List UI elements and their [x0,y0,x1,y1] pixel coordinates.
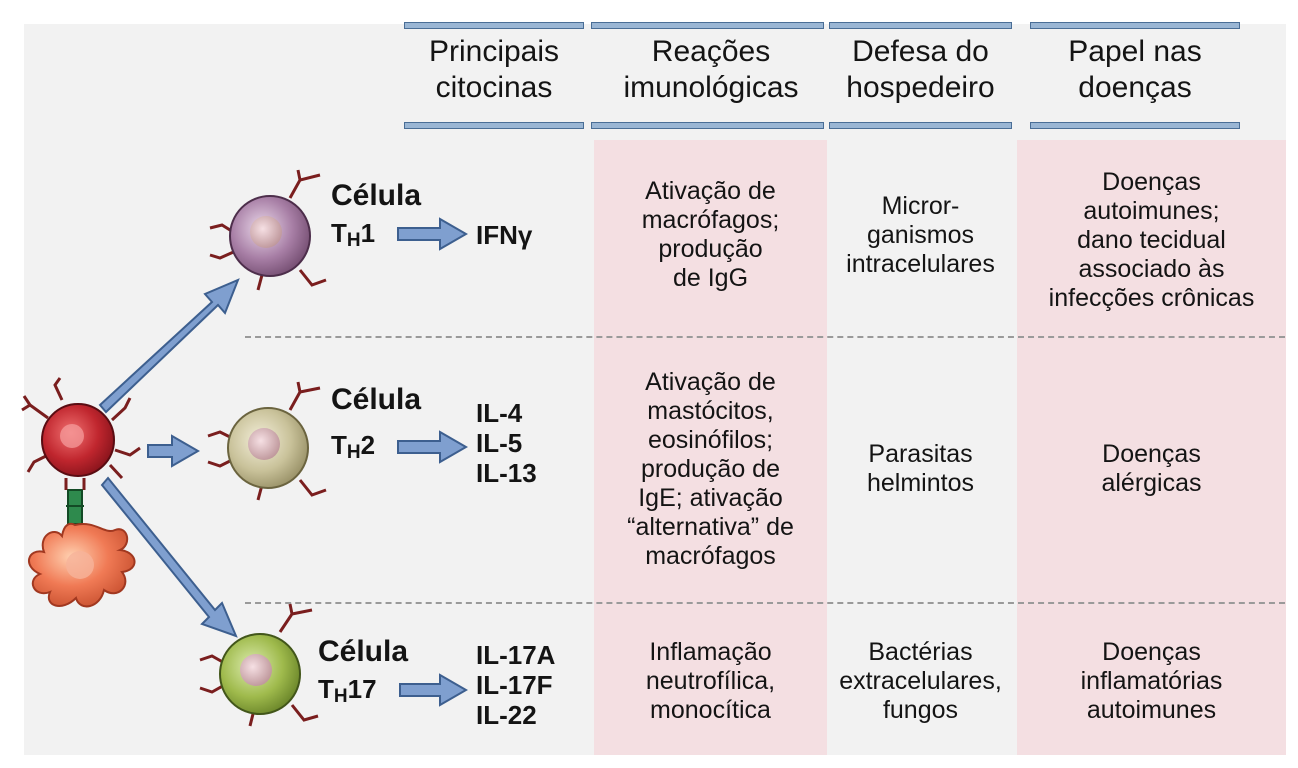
differentiation-arrow-th17 [100,476,238,638]
naive-t-cell [21,377,141,480]
header-bar-reacoes-top [591,22,824,29]
naive-t-cell-nucleus [60,424,84,448]
th2-cytokines: IL-4 IL-5 IL-13 [476,398,537,488]
header-bar-citocinas-bottom [404,122,584,129]
th2-cell [207,381,327,501]
header-bar-defesa-bottom [829,122,1012,129]
dendritic-cell [28,522,136,608]
th17-reacoes: Inflamação neutrofílica, monocítica [645,637,776,724]
header-principais-citocinas: Principais citocinas [428,35,560,104]
th1-cell-label: Célula [331,179,422,212]
header-bar-citocinas-top [404,22,584,29]
th1-cytokines: IFNγ [476,220,533,250]
th2-papel: Doenças alérgicas [1101,440,1202,497]
th17-cell [199,603,319,727]
header-bar-papel-top [1030,22,1240,29]
th2-cell-label: Célula [331,383,422,416]
th17-papel: Doenças inflamatórias autoimunes [1080,637,1223,724]
th2-subtype-label: TH2 [331,430,376,463]
mhc-tcr-complex [64,478,86,525]
th1-cell [209,169,327,291]
th1-papel: Doenças autoimunes; dano tecidual associ… [1048,167,1255,312]
cytokine-arrow-th2 [397,430,469,464]
th17-cytokines: IL-17A IL-17F IL-22 [476,640,556,730]
header-papel-doencas: Papel nas doenças [1068,35,1202,104]
row-divider-1 [245,336,1285,338]
differentiation-arrow-th1 [98,278,240,414]
th1-defesa: Micror- ganismos intracelulares [846,191,995,278]
reactions-column-shade [594,140,827,755]
differentiation-arrow-th2 [147,434,201,468]
cytokine-arrow-th1 [397,217,469,251]
header-bar-papel-bottom [1030,122,1240,129]
header-bar-defesa-top [829,22,1012,29]
th2-reacoes: Ativação de mastócitos, eosinófilos; pro… [627,367,794,570]
th17-cell-label: Célula [318,635,409,668]
row-divider-2 [245,602,1285,604]
header-reacoes-imunologicas: Reações imunológicas [623,35,799,104]
th17-defesa: Bactérias extracelulares, fungos [839,637,1002,724]
cytokine-arrow-th17 [399,673,469,707]
th17-subtype-label: TH17 [318,674,377,707]
th1-reacoes: Ativação de macrófagos; produção de IgG [641,177,780,292]
th2-defesa: Parasitas helmintos [867,440,974,497]
disease-role-column-shade [1017,140,1286,755]
th1-subtype-label: TH1 [331,218,376,251]
header-defesa-hospedeiro: Defesa do hospedeiro [846,35,995,104]
header-bar-reacoes-bottom [591,122,824,129]
